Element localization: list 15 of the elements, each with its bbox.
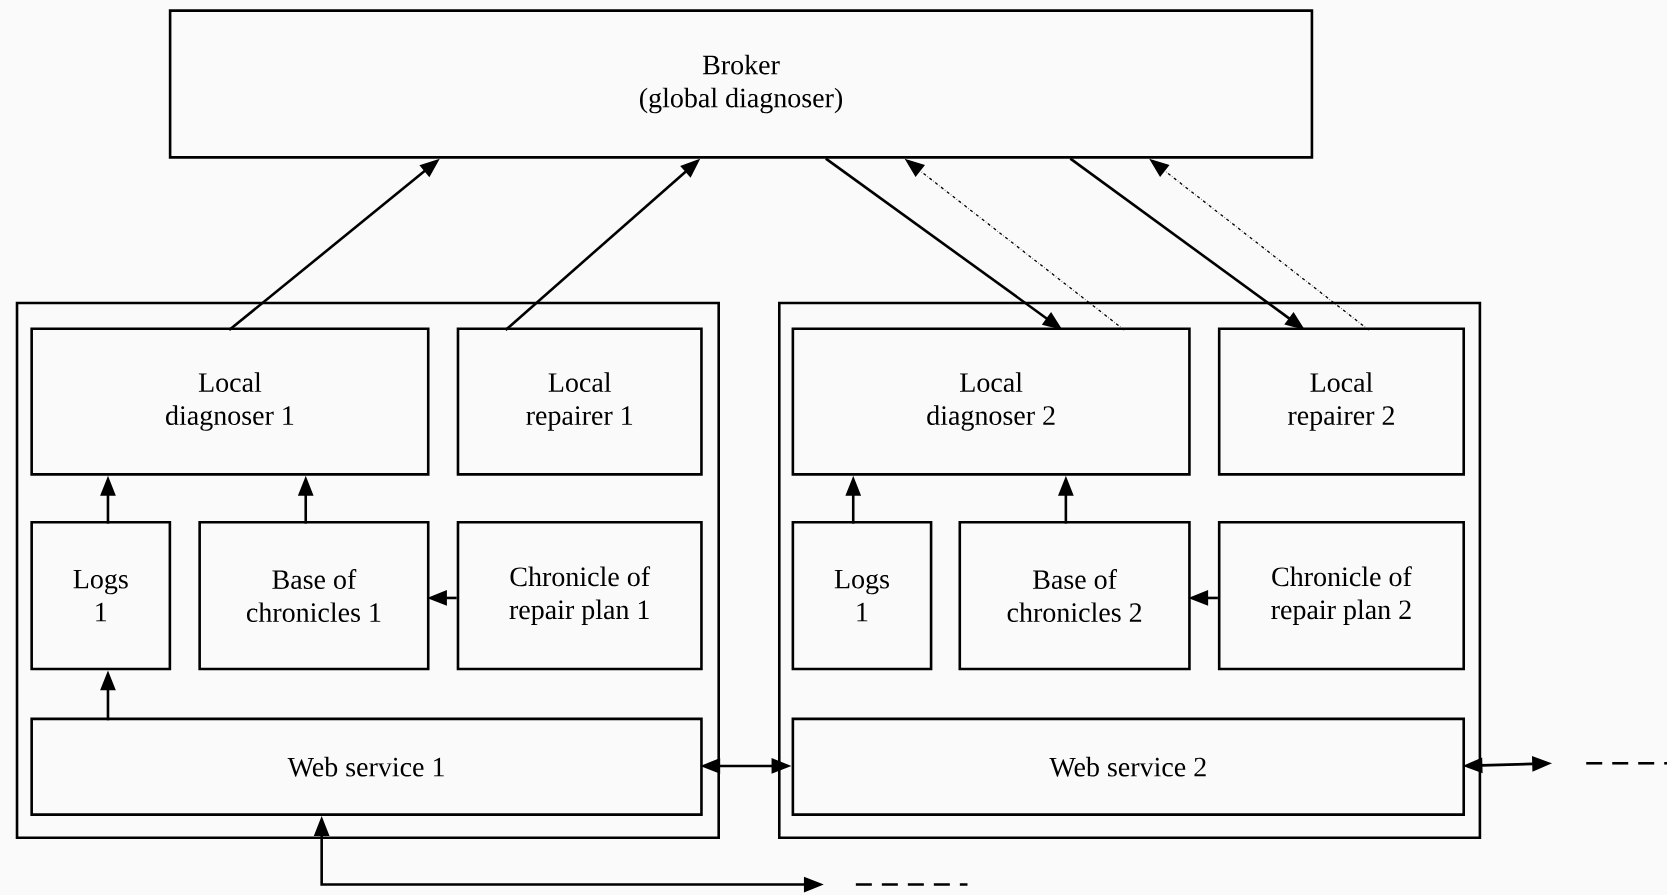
- component-box: Logs 1: [791, 520, 933, 671]
- component-box: Logs 1: [30, 520, 172, 671]
- component-box: Chronicle of repair plan 1: [456, 520, 703, 671]
- component-box: Web service 1: [30, 717, 703, 816]
- host-frame: [778, 301, 1482, 840]
- component-box: Local repairer 2: [1217, 327, 1465, 476]
- component-box: Web service 2: [791, 717, 1465, 816]
- component-box: Local repairer 1: [456, 327, 703, 476]
- component-box: Base of chronicles 2: [958, 520, 1191, 671]
- host-frame: [15, 301, 720, 840]
- component-box: Chronicle of repair plan 2: [1217, 520, 1465, 671]
- component-box: Local diagnoser 2: [791, 327, 1191, 476]
- broker-box: Broker (global diagnoser): [168, 9, 1314, 159]
- component-box: Base of chronicles 1: [198, 520, 430, 671]
- component-box: Local diagnoser 1: [30, 327, 430, 476]
